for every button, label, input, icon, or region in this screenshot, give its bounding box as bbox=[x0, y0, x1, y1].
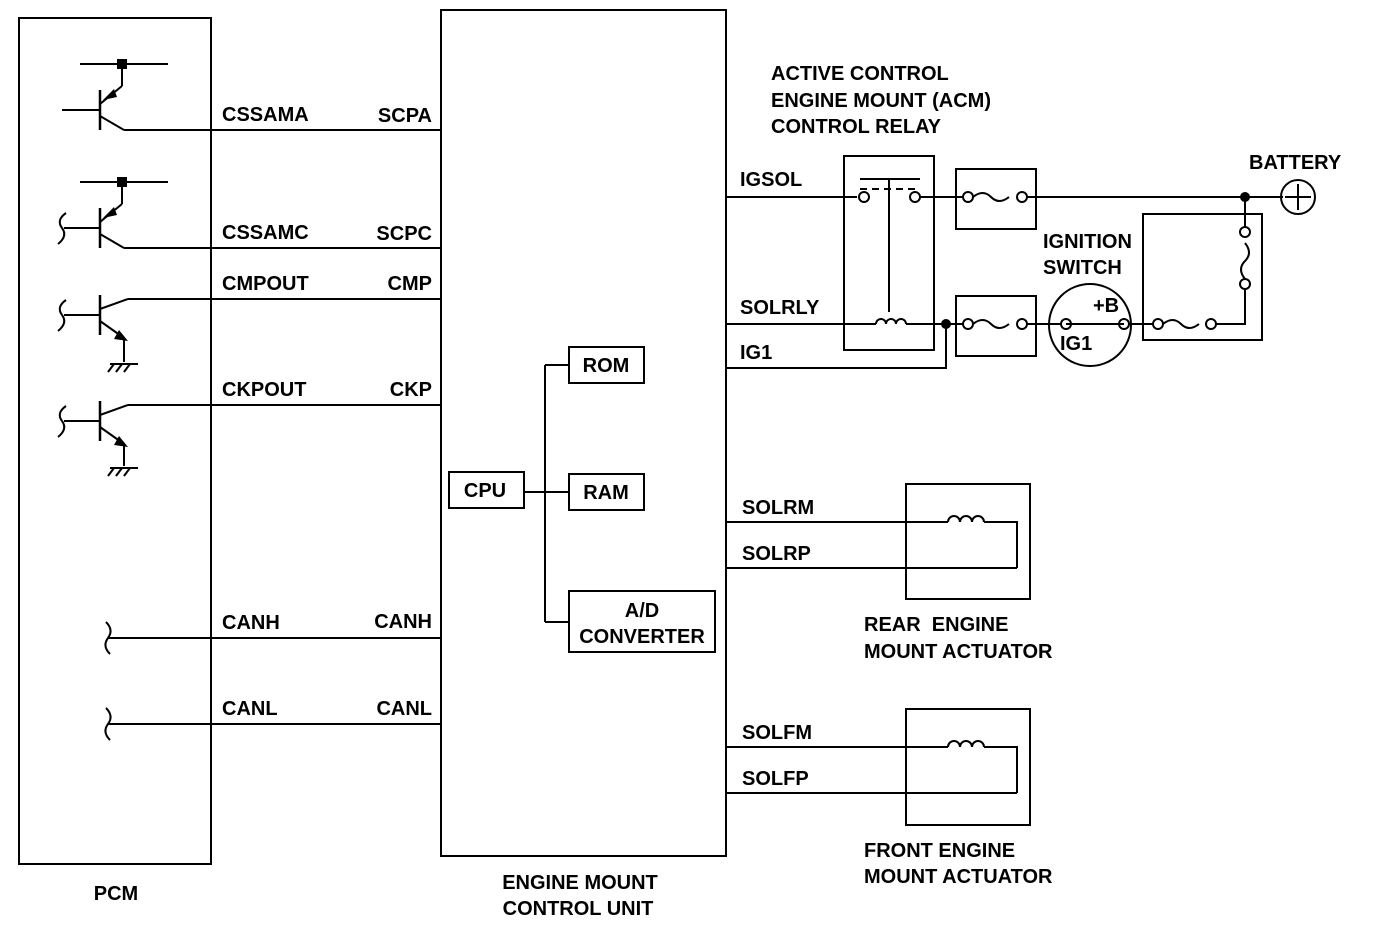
fuse-ignition bbox=[1142, 213, 1263, 341]
ad-converter-box bbox=[568, 590, 716, 653]
ram-label: RAM bbox=[583, 482, 629, 504]
pcm-transistor-cssama bbox=[62, 59, 168, 131]
label-cssama: CSSAMA bbox=[222, 104, 309, 126]
label-canl-pcm: CANL bbox=[222, 698, 278, 720]
label-cmpout: CMPOUT bbox=[222, 273, 309, 295]
label-cmp: CMP bbox=[388, 273, 432, 295]
battery-label: BATTERY bbox=[1249, 152, 1342, 174]
emcu-label-line1: ENGINE MOUNT bbox=[502, 872, 658, 894]
cpu-box bbox=[448, 471, 525, 509]
pcm-label: PCM bbox=[94, 883, 138, 905]
label-solrly: SOLRLY bbox=[740, 297, 820, 319]
relay-coil bbox=[873, 318, 946, 325]
label-solfm: SOLFM bbox=[742, 722, 812, 744]
ad-converter-label-line1: A/D bbox=[625, 600, 659, 622]
label-ckp: CKP bbox=[390, 379, 432, 401]
front-actuator-label-line2: MOUNT ACTUATOR bbox=[864, 866, 1053, 888]
label-solrm: SOLRM bbox=[742, 497, 814, 519]
label-scpc: SCPC bbox=[376, 223, 432, 245]
pcm-transistor-cmpout bbox=[57, 295, 139, 373]
rom-box bbox=[568, 346, 645, 384]
ignition-label-line2: SWITCH bbox=[1043, 257, 1122, 279]
relay-contact bbox=[858, 178, 921, 312]
label-solfp: SOLFP bbox=[742, 768, 809, 790]
cpu-label: CPU bbox=[464, 480, 506, 502]
label-ig1: IG1 bbox=[740, 342, 772, 364]
emcu-label-line2: CONTROL UNIT bbox=[503, 898, 654, 920]
rear-actuator-box bbox=[905, 483, 1031, 600]
fuse-ig1 bbox=[955, 295, 1037, 357]
battery-symbol bbox=[1280, 179, 1316, 215]
pcm-transistor-cssamc bbox=[57, 177, 168, 249]
rear-actuator-label-line2: MOUNT ACTUATOR bbox=[864, 641, 1053, 663]
rear-actuator-label-line1: REAR ENGINE bbox=[864, 614, 1008, 636]
label-igsol: IGSOL bbox=[740, 169, 802, 191]
fuse-battery bbox=[955, 168, 1037, 230]
label-canh-ecu: CANH bbox=[374, 611, 432, 633]
ignition-label-line1: IGNITION bbox=[1043, 231, 1132, 253]
front-actuator-label-line1: FRONT ENGINE bbox=[864, 840, 1015, 862]
wire-ig1 bbox=[726, 324, 947, 369]
rear-actuator-coil bbox=[947, 515, 1018, 568]
label-canh-pcm: CANH bbox=[222, 612, 280, 634]
rom-label: ROM bbox=[583, 355, 630, 377]
label-cssamc: CSSAMC bbox=[222, 222, 309, 244]
relay-label-line1: ACTIVE CONTROL bbox=[771, 63, 949, 85]
ignition-ig1-terminal: IG1 bbox=[1060, 333, 1092, 355]
relay-box bbox=[843, 155, 935, 351]
emcu-box bbox=[440, 9, 727, 857]
pcm-transistor-ckpout bbox=[57, 401, 139, 477]
ignition-b-terminal: +B bbox=[1093, 295, 1119, 317]
relay-label-line3: CONTROL RELAY bbox=[771, 116, 942, 138]
relay-label-line2: ENGINE MOUNT (ACM) bbox=[771, 90, 991, 112]
label-ckpout: CKPOUT bbox=[222, 379, 306, 401]
ad-converter-label-line2: CONVERTER bbox=[579, 626, 705, 648]
ram-box bbox=[568, 473, 645, 511]
label-scpa: SCPA bbox=[378, 105, 432, 127]
front-actuator-box bbox=[905, 708, 1031, 826]
front-actuator-coil bbox=[947, 740, 1018, 793]
label-solrp: SOLRP bbox=[742, 543, 811, 565]
pcm-box bbox=[18, 17, 212, 865]
label-canl-ecu: CANL bbox=[376, 698, 432, 720]
